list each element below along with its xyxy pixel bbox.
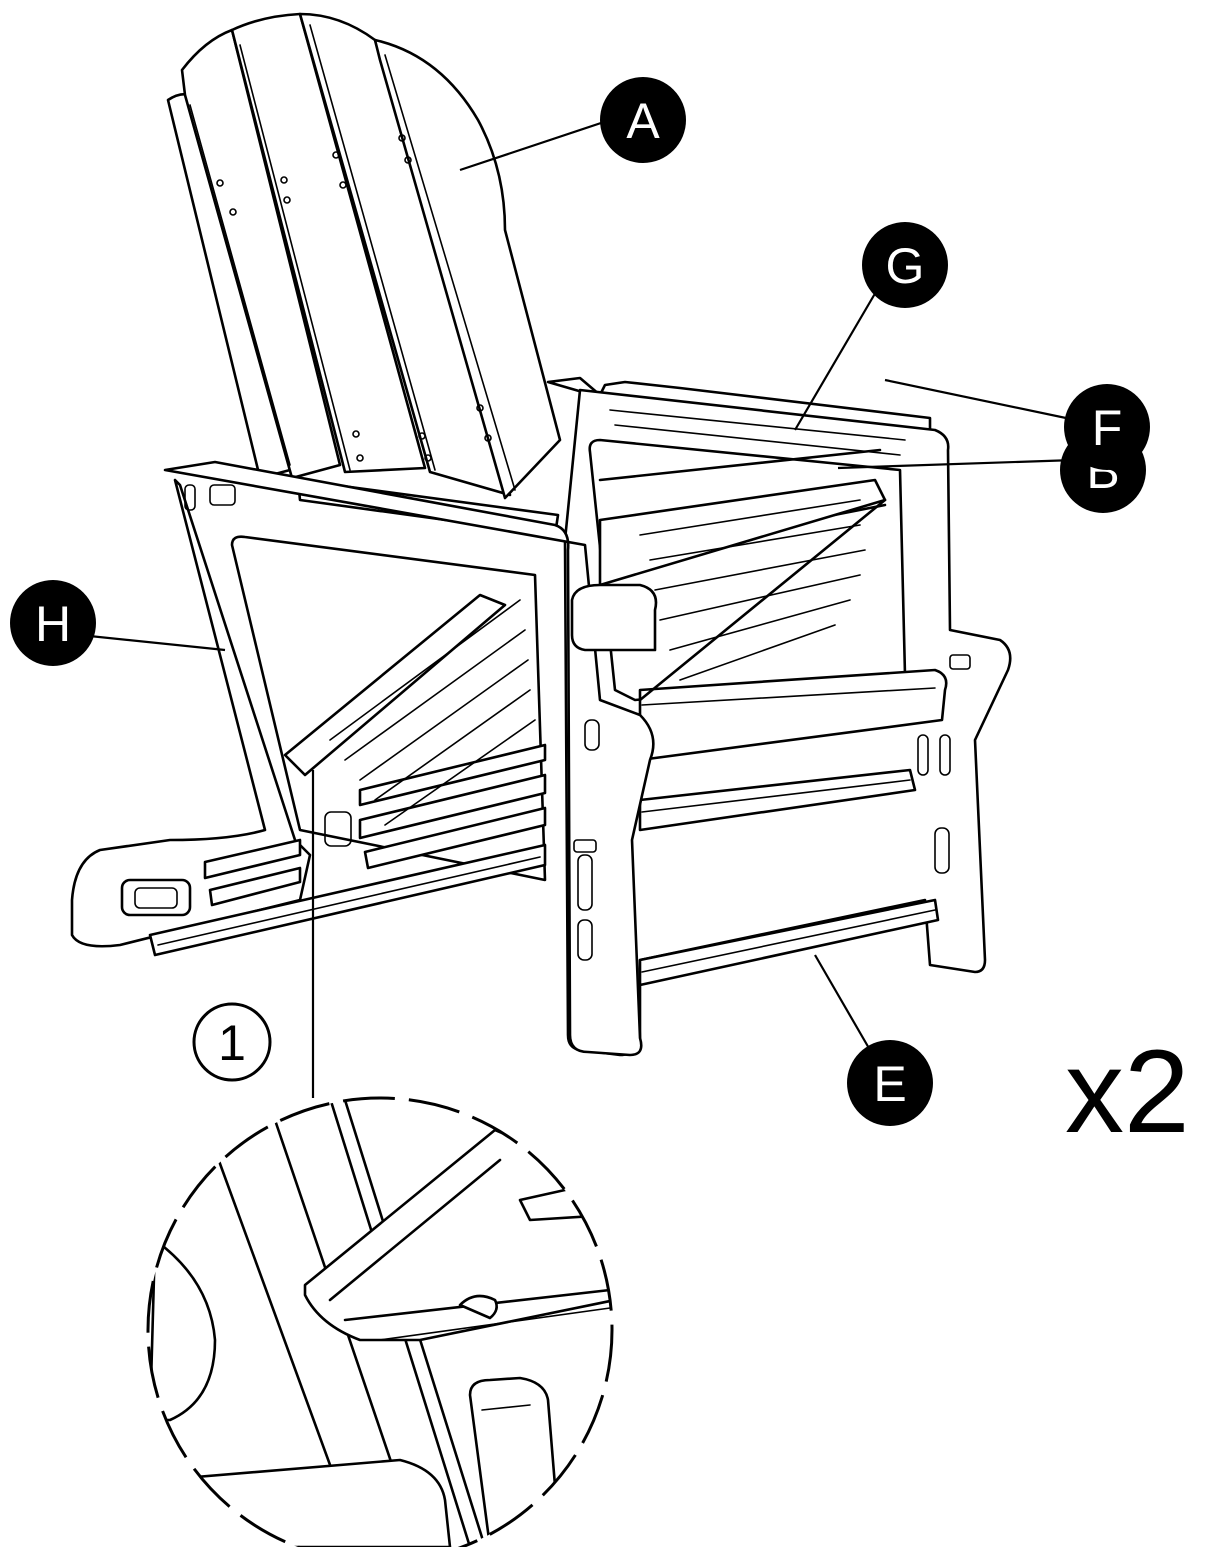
seat-slats [598, 478, 887, 702]
left-armrest-frame [70, 460, 658, 1057]
callout-a: A [600, 77, 686, 163]
callout-a-label: A [626, 93, 660, 149]
seat-support [283, 593, 536, 826]
step-number-circle [192, 1002, 272, 1082]
callout-h: H [10, 580, 96, 666]
callout-g-dot [862, 222, 948, 308]
callout-f: F [1064, 384, 1150, 470]
callout-a-dot [600, 77, 686, 163]
callout-e-dot [847, 1040, 933, 1126]
backrest-part [166, 12, 562, 500]
callout-g: G [862, 222, 948, 308]
quantity-label: x2 [1065, 1026, 1190, 1158]
callout-h-label: H [35, 596, 71, 652]
callout-e: E [847, 1040, 933, 1126]
step-number-label: 1 [218, 1015, 246, 1071]
callout-f-label: F [1092, 400, 1123, 456]
adirondack-chair-drawing [70, 12, 1012, 1057]
callout-f-dot [1064, 384, 1150, 470]
callout-e-label: E [873, 1056, 906, 1112]
callout-g-label: G [886, 238, 925, 294]
callout-h-dot [10, 580, 96, 666]
leader-lines [79, 118, 1086, 1051]
step-number: 1 [192, 1002, 272, 1082]
